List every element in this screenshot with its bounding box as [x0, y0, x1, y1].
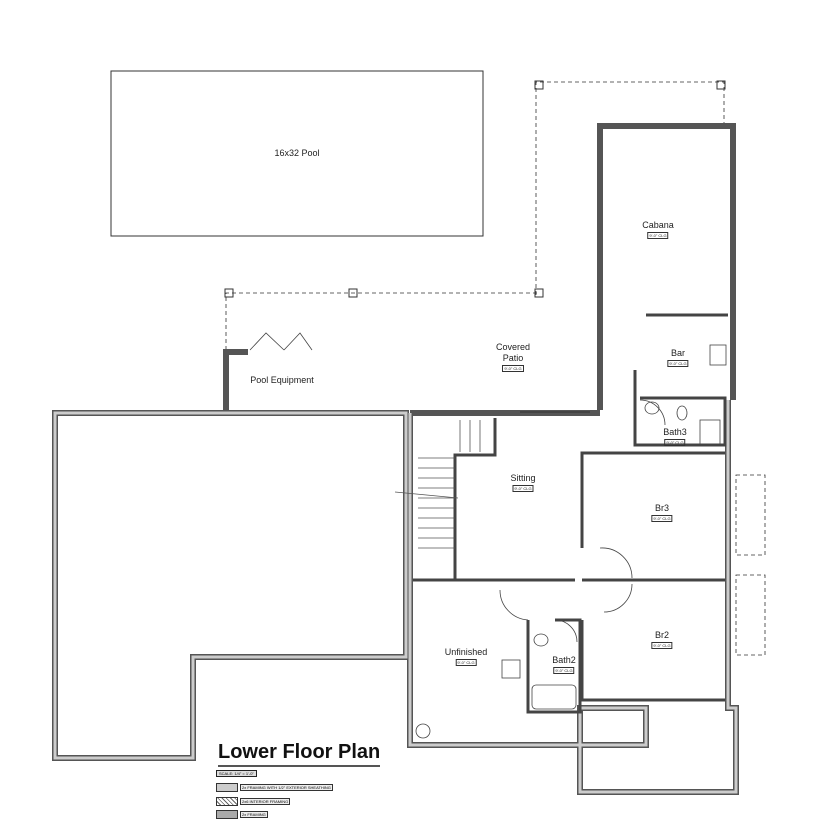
room-name: Bath2	[552, 655, 576, 665]
room-bath2: Bath2 9'-0" CLG	[552, 655, 576, 674]
room-name: Unfinished	[444, 647, 488, 657]
door-swing-br3	[599, 547, 633, 579]
room-unfinished: Unfinished 9'-0" CLG	[444, 647, 488, 666]
legend-swatch-plain	[216, 783, 238, 792]
room-name: 16x32 Pool	[274, 148, 320, 158]
scale-note: SCALE: 1/4" = 1'-0"	[216, 770, 257, 777]
sump-pump	[415, 723, 431, 739]
legend-item: 2x FRAMING WITH 1/2" EXTERIOR SHEATHING	[216, 783, 333, 792]
patio-roof-outline	[225, 292, 539, 350]
room-br2: Br2 9'-0" CLG	[651, 630, 673, 649]
legend-swatch-dark	[216, 810, 238, 819]
ceiling-height: 9'-0" CLG	[553, 667, 575, 674]
door-swing-unfinished	[499, 589, 529, 621]
stairs	[394, 420, 481, 549]
toilet-bath3	[676, 405, 688, 421]
door-swing-br2	[603, 583, 633, 613]
door-pool-equipment	[249, 332, 313, 351]
cabana-roof-outline	[535, 81, 725, 295]
room-covered-patio: Covered Patio 9'-0" CLG	[488, 342, 538, 372]
br2-walls	[580, 620, 725, 702]
ceiling-height: 9'-0" CLG	[502, 365, 524, 372]
room-name: Bar	[670, 348, 685, 358]
room-bar: Bar 9'-0" CLG	[667, 348, 689, 367]
door-swing-bath3	[639, 399, 666, 426]
water-heater	[501, 659, 521, 679]
ceiling-height: 9'-0" CLG	[455, 659, 477, 666]
pool-outline	[110, 70, 484, 237]
room-name: Cabana	[642, 220, 674, 230]
bath3-walls	[633, 370, 727, 447]
door-swing-bath2	[554, 619, 578, 643]
legend-label: 2x FRAMING	[240, 811, 268, 818]
sink-bath2	[533, 633, 549, 647]
ceiling-height: 9'-0" CLG	[667, 360, 689, 367]
br3-walls	[580, 451, 725, 548]
stair-walls	[453, 418, 497, 580]
legend-swatch-hatch	[216, 797, 238, 806]
bath2-walls	[526, 618, 582, 714]
pool-equipment-walls	[223, 349, 248, 410]
legend-label: 2x6 INTERIOR FRAMING	[240, 798, 291, 805]
room-name: Br3	[654, 503, 669, 513]
cabana-walls	[597, 123, 736, 410]
ceiling-height: 9'-0" CLG	[512, 485, 534, 492]
legend-item: 2x FRAMING	[216, 810, 268, 819]
room-name: Pool Equipment	[250, 375, 314, 385]
bay-window-br3	[735, 474, 766, 556]
sink-bath3	[644, 401, 660, 415]
ceiling-height: 9'-0" CLG	[647, 232, 669, 239]
room-bath3: Bath3 9'-0" CLG	[663, 427, 687, 446]
basement-south-walls	[407, 400, 739, 795]
posts	[224, 80, 726, 298]
bar-appliance	[709, 344, 727, 366]
shower-bath3	[699, 419, 721, 445]
room-name: Covered Patio	[495, 342, 531, 363]
room-name: Bath3	[663, 427, 687, 437]
room-name: Sitting	[510, 473, 536, 483]
tub-bath2	[531, 684, 577, 710]
ceiling-height: 9'-0" CLG	[651, 515, 673, 522]
room-sitting: Sitting 9'-0" CLG	[510, 473, 536, 492]
plan-title: Lower Floor Plan	[218, 741, 381, 767]
ceiling-height: 9'-0" CLG	[664, 439, 686, 446]
legend-label: 2x FRAMING WITH 1/2" EXTERIOR SHEATHING	[240, 784, 333, 791]
room-br3: Br3 9'-0" CLG	[651, 503, 673, 522]
legend-item: 2x6 INTERIOR FRAMING	[216, 797, 291, 806]
ceiling-height: 9'-0" CLG	[651, 642, 673, 649]
room-cabana: Cabana 9'-0" CLG	[642, 220, 674, 239]
basement-west-walls	[52, 410, 409, 761]
room-name: Br2	[654, 630, 669, 640]
room-pool: 16x32 Pool	[274, 148, 319, 159]
room-pool-equipment: Pool Equipment	[250, 375, 314, 386]
bay-window-br2	[735, 574, 766, 656]
